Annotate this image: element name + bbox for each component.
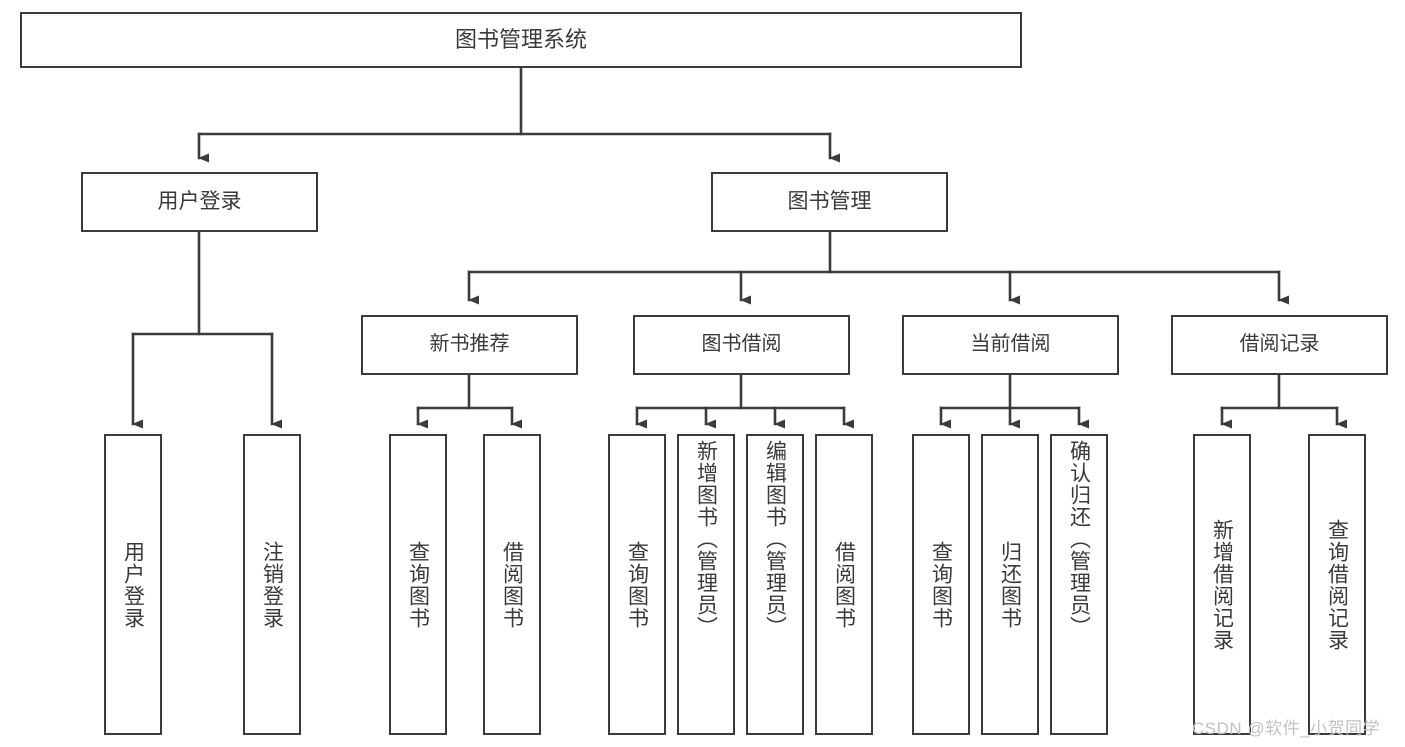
node-root[interactable]: 图书管理系统 <box>20 12 1022 68</box>
node-leaf-query-book-2-label: 查询图书 <box>625 540 649 629</box>
node-leaf-query-book-3-label: 查询图书 <box>929 540 953 629</box>
node-root-label: 图书管理系统 <box>454 27 587 53</box>
node-book-manage-label: 图书管理 <box>787 189 872 213</box>
node-book-manage[interactable]: 图书管理 <box>711 172 948 232</box>
node-user-login[interactable]: 用户登录 <box>81 172 318 232</box>
node-leaf-confirm-return[interactable]: 确认归还（管理员） <box>1050 434 1108 735</box>
node-book-borrow-label: 图书借阅 <box>701 333 782 356</box>
node-user-login-label: 用户登录 <box>157 189 242 213</box>
node-current-borrow[interactable]: 当前借阅 <box>902 315 1119 375</box>
node-leaf-query-book-1[interactable]: 查询图书 <box>389 434 447 735</box>
node-leaf-add-record-label: 新增借阅记录 <box>1210 518 1234 651</box>
node-leaf-return-book-label: 归还图书 <box>998 540 1022 629</box>
node-leaf-user-login-label: 用户登录 <box>121 540 145 629</box>
node-leaf-query-record-label: 查询借阅记录 <box>1325 518 1349 651</box>
csdn-watermark: CSDN @软件_小贺同学 <box>1192 719 1381 738</box>
node-leaf-query-book-1-label: 查询图书 <box>406 540 430 629</box>
node-leaf-logout-login[interactable]: 注销登录 <box>243 434 301 735</box>
node-leaf-confirm-return-label: 确认归还（管理员） <box>1067 440 1091 638</box>
node-new-book-recommend[interactable]: 新书推荐 <box>361 315 578 375</box>
node-leaf-edit-book-label: 编辑图书（管理员） <box>763 440 787 638</box>
node-leaf-return-book[interactable]: 归还图书 <box>981 434 1039 735</box>
node-borrow-record-label: 借阅记录 <box>1239 333 1320 356</box>
node-leaf-borrow-book-2[interactable]: 借阅图书 <box>815 434 873 735</box>
node-book-borrow[interactable]: 图书借阅 <box>633 315 850 375</box>
node-leaf-query-record[interactable]: 查询借阅记录 <box>1308 434 1366 735</box>
node-leaf-add-record[interactable]: 新增借阅记录 <box>1193 434 1251 735</box>
node-leaf-user-login[interactable]: 用户登录 <box>104 434 162 735</box>
node-leaf-borrow-book-1[interactable]: 借阅图书 <box>483 434 541 735</box>
node-current-borrow-label: 当前借阅 <box>970 333 1051 356</box>
node-leaf-logout-login-label: 注销登录 <box>260 540 284 629</box>
node-leaf-add-book-label: 新增图书（管理员） <box>694 440 718 638</box>
node-leaf-query-book-3[interactable]: 查询图书 <box>912 434 970 735</box>
node-new-book-recommend-label: 新书推荐 <box>429 333 510 356</box>
node-leaf-query-book-2[interactable]: 查询图书 <box>608 434 666 735</box>
node-leaf-borrow-book-1-label: 借阅图书 <box>500 540 524 629</box>
node-leaf-add-book[interactable]: 新增图书（管理员） <box>677 434 735 735</box>
node-leaf-borrow-book-2-label: 借阅图书 <box>832 540 856 629</box>
node-leaf-edit-book[interactable]: 编辑图书（管理员） <box>746 434 804 735</box>
node-borrow-record[interactable]: 借阅记录 <box>1171 315 1388 375</box>
